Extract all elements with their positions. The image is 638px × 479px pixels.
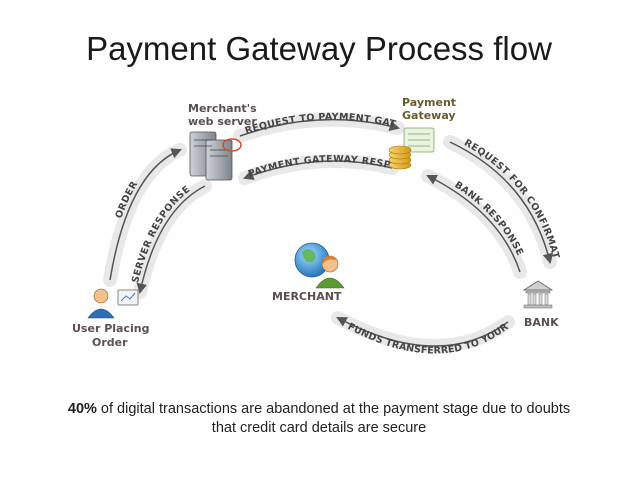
merchant-server-label-line2: web server <box>188 115 257 128</box>
merchant-label: MERCHANT <box>272 290 342 303</box>
page-title: Payment Gateway Process flow <box>86 30 552 67</box>
order-arrow <box>109 148 182 281</box>
user-label-line1: User Placing <box>72 322 149 335</box>
bank-icon <box>522 280 554 309</box>
caption: 40% of digital transactions are abandone… <box>60 400 578 438</box>
caption-highlight: 40% <box>67 401 97 417</box>
merchant-server-label-line1: Merchant's <box>188 102 257 115</box>
bank-label: BANK <box>524 316 559 329</box>
bank-response-arrow <box>426 175 521 273</box>
payment-gateway-label-line1: Payment <box>402 96 456 109</box>
payment-gateway-icon <box>388 127 435 170</box>
funds-transferred-arrow <box>336 317 509 347</box>
request-to-gateway-arrow <box>239 118 401 137</box>
user-label-line2: Order <box>92 336 128 349</box>
gateway-response-arrow <box>243 160 393 180</box>
merchant-icon <box>294 242 345 289</box>
caption-text: of digital transactions are abandoned at… <box>96 401 571 436</box>
request-confirmation-arrow <box>449 141 554 265</box>
web-server-icon <box>189 131 242 181</box>
payment-gateway-label-line2: Gateway <box>402 109 456 122</box>
server-response-arrow <box>136 185 206 295</box>
user-icon <box>87 288 139 319</box>
